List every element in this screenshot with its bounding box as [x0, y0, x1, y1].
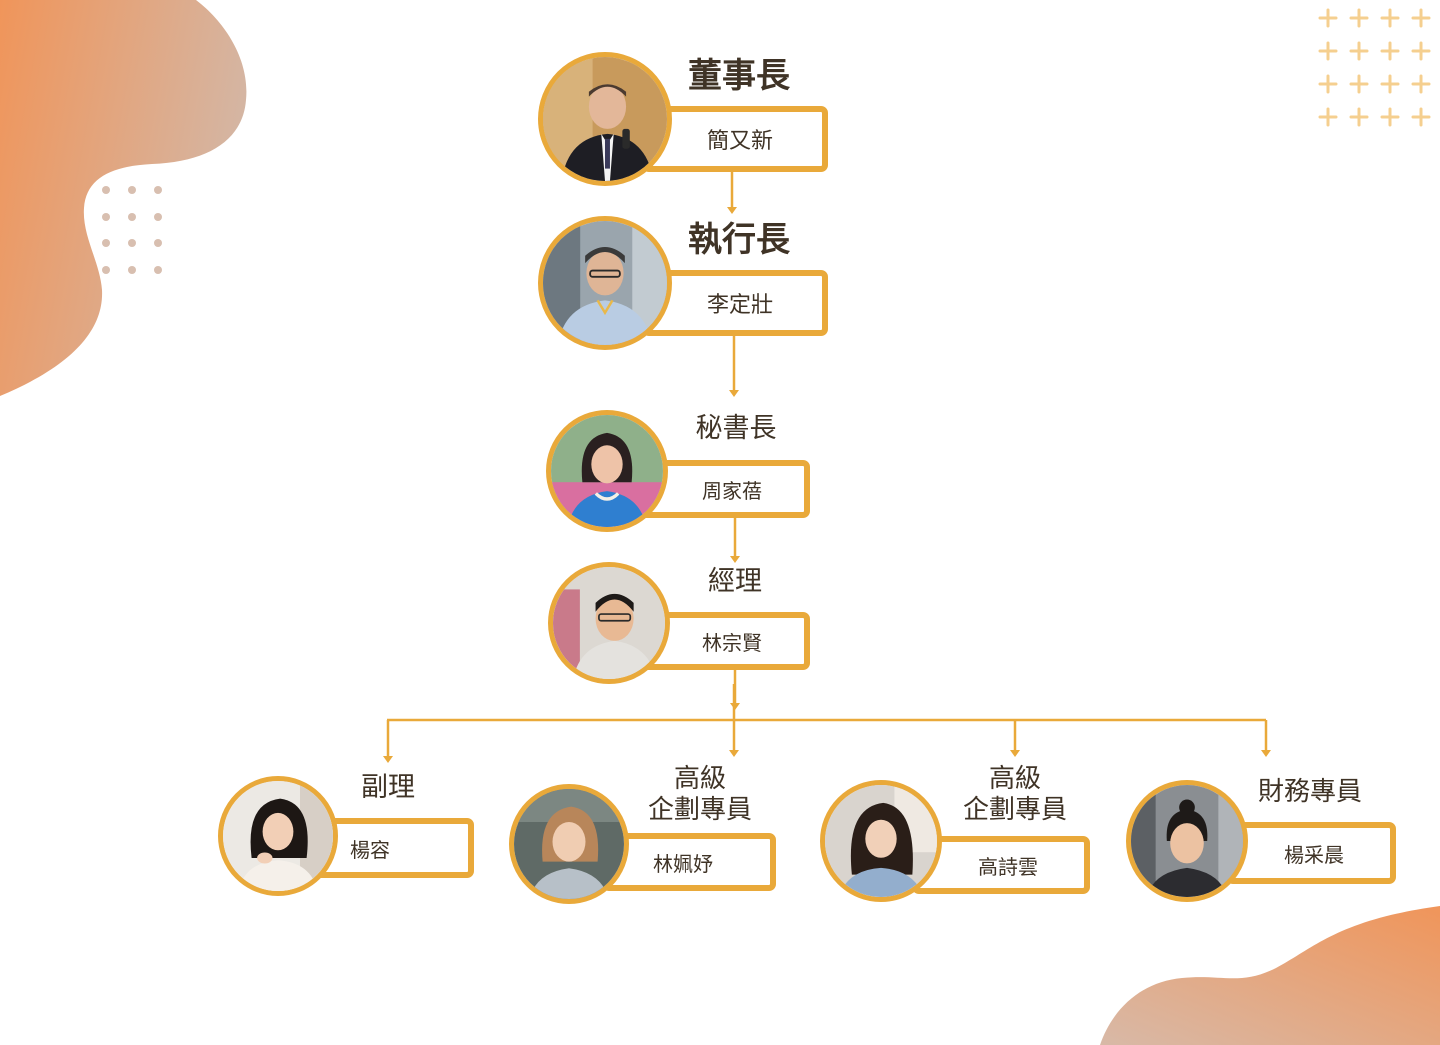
ceo-name-box: 李定壯	[642, 270, 828, 336]
chairman-name-box: 簡又新	[642, 106, 828, 172]
secretary-general-title: 秘書長	[695, 413, 777, 444]
senior-planner-2-title: 高級 企劃專員	[945, 764, 1085, 826]
senior-planner-2-name: 高詩雲	[978, 854, 1038, 879]
secretary-general-photo	[546, 410, 668, 532]
deputy-manager-title: 副理	[361, 772, 415, 803]
senior-planner-1-photo	[509, 784, 629, 904]
secretary-general-name: 周家蓓	[702, 478, 762, 503]
senior-planner-1-name: 林姵妤	[653, 851, 713, 876]
manager-name: 林宗賢	[702, 630, 762, 655]
chairman-title: 董事長	[688, 56, 790, 96]
decorative-plus-grid	[1318, 8, 1431, 127]
decorative-dot-grid	[102, 186, 162, 274]
senior-planner-1-title-line1: 高級	[673, 764, 726, 794]
finance-specialist-title: 財務專員	[1257, 777, 1362, 807]
finance-specialist-name: 楊采晨	[1284, 842, 1344, 867]
chairman-photo	[538, 52, 672, 186]
ceo-name: 李定壯	[706, 293, 773, 318]
ceo-title: 執行長	[688, 220, 790, 260]
manager-title: 經理	[708, 566, 762, 597]
deputy-manager-photo	[218, 776, 338, 896]
senior-planner-1-title: 高級 企劃專員	[630, 764, 770, 826]
finance-specialist-photo	[1126, 780, 1248, 902]
chairman-name: 簡又新	[706, 129, 773, 154]
senior-planner-1-title-line2: 企劃專員	[647, 795, 752, 826]
senior-planner-2-title-line2: 企劃專員	[962, 795, 1067, 826]
ceo-photo	[538, 216, 672, 350]
decorative-blob-bottom-right	[1100, 906, 1440, 1045]
decorative-blob-top-left	[0, 0, 247, 396]
finance-specialist-name-box: 楊采晨	[1226, 822, 1396, 884]
senior-planner-2-photo	[820, 780, 942, 902]
senior-planner-2-title-line1: 高級	[988, 764, 1041, 794]
manager-photo	[548, 562, 670, 684]
deputy-manager-name: 楊容	[350, 837, 390, 862]
